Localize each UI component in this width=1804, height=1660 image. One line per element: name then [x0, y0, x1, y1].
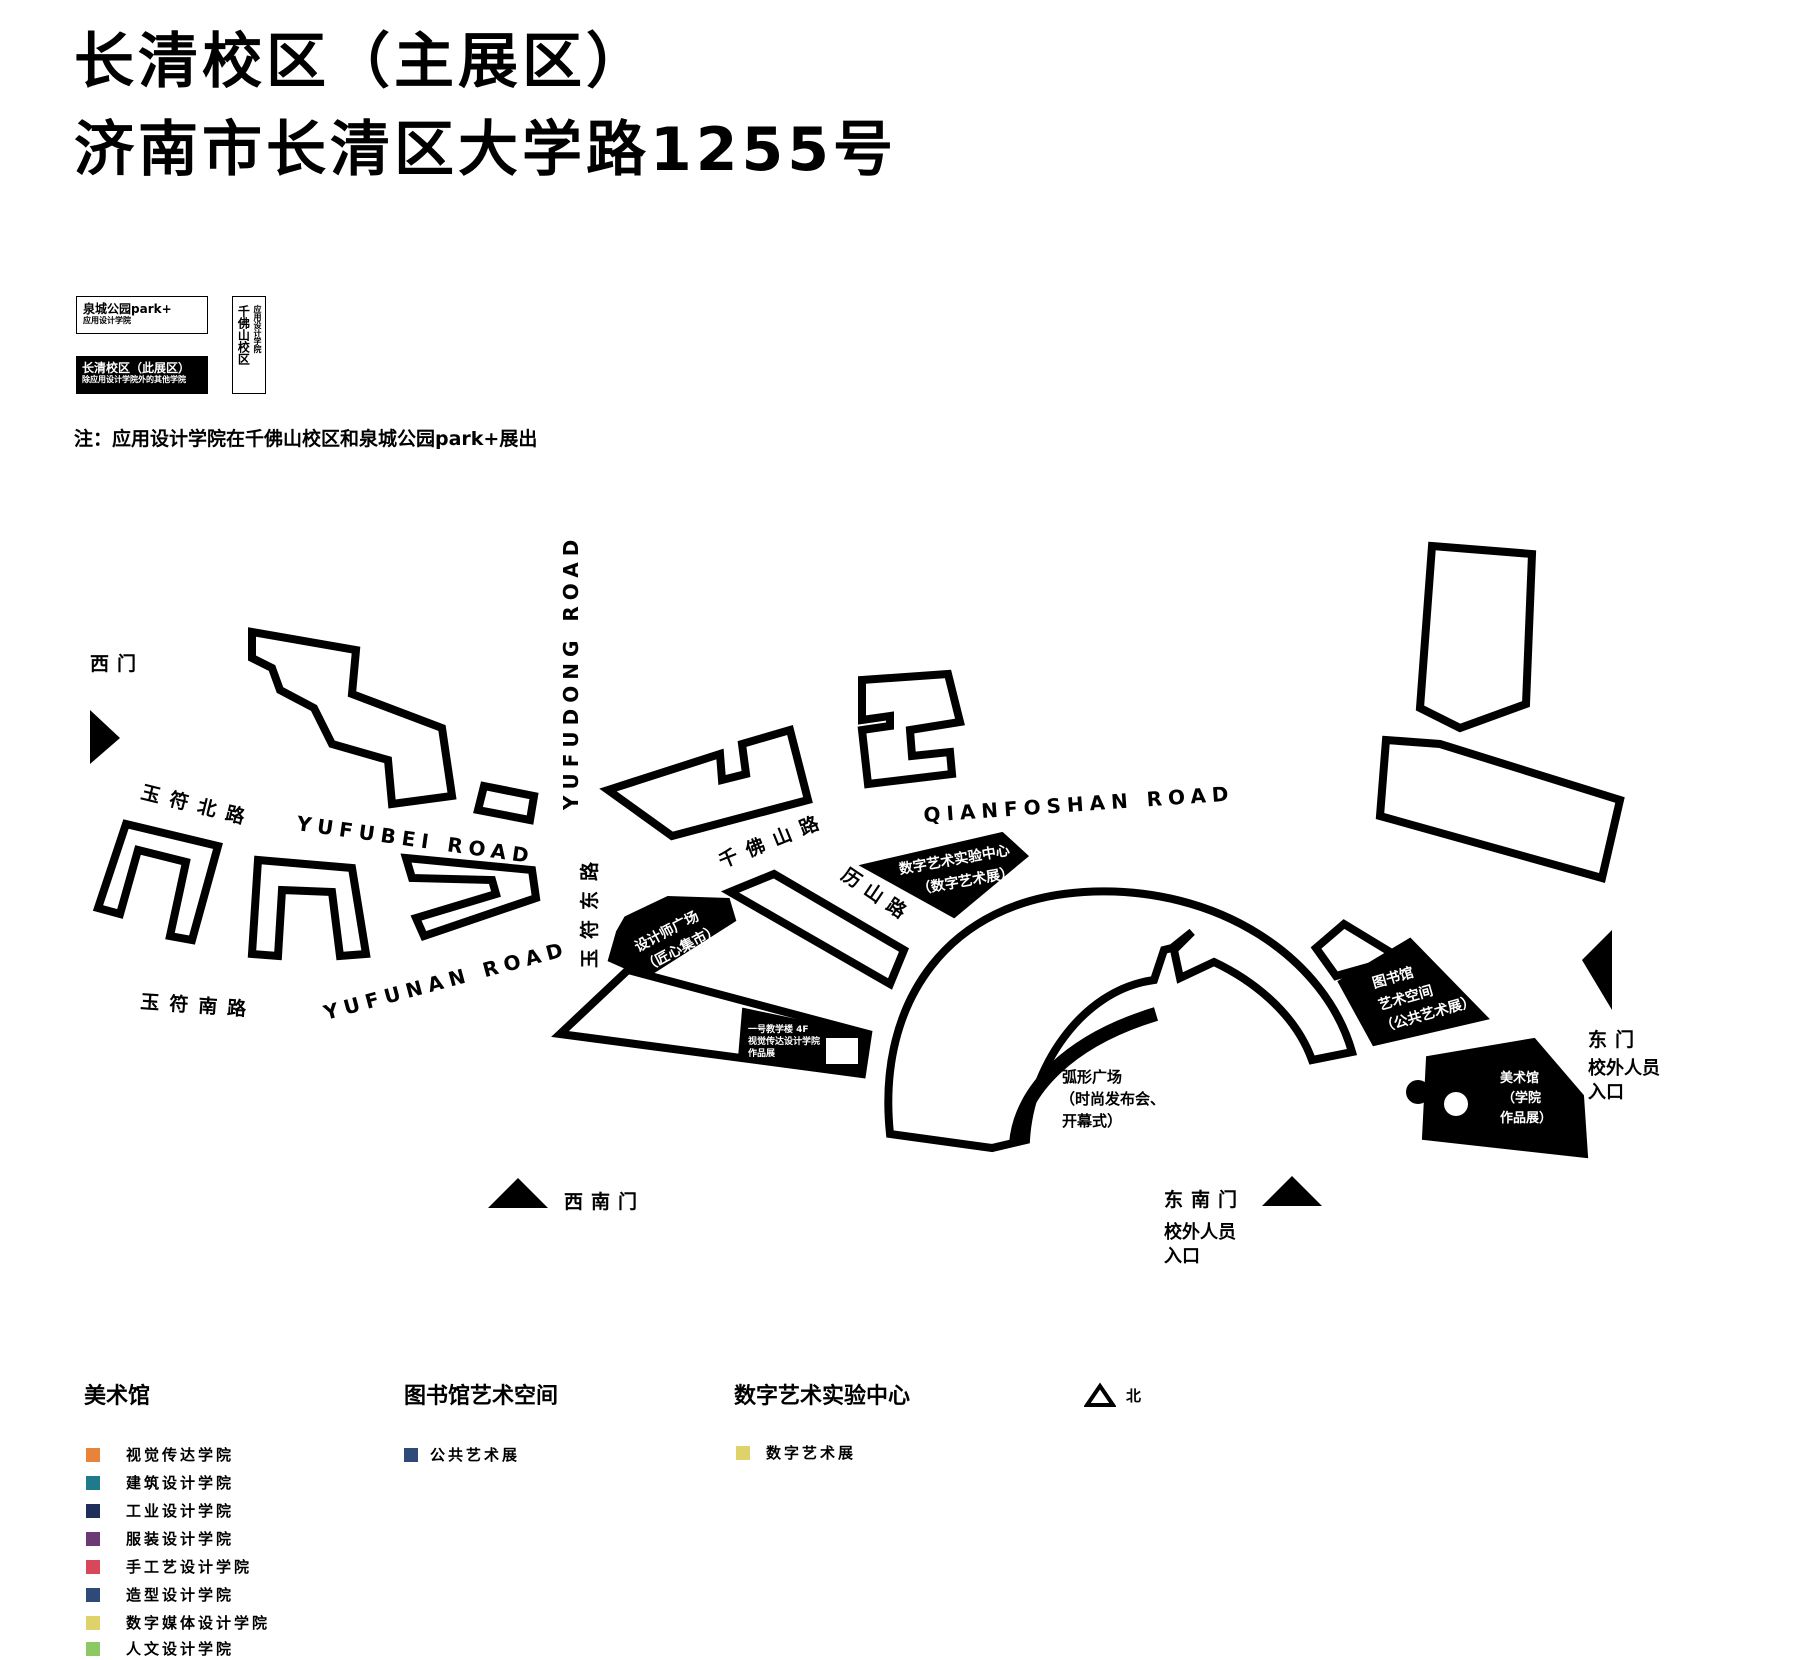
key-item-label: 手工艺设计学院 — [126, 1558, 253, 1576]
north-indicator: 北 — [1084, 1382, 1141, 1408]
key-item-label: 造型设计学院 — [126, 1586, 235, 1604]
key-swatch — [86, 1641, 100, 1656]
north-label: 北 — [1126, 1386, 1142, 1405]
building-center-ne — [857, 669, 965, 789]
west-gate-label: 西门 — [90, 652, 144, 675]
key-item: 建筑设计学院 — [86, 1472, 234, 1493]
road-label-qianfoshan-en: QIANFOSHAN ROAD — [923, 781, 1236, 827]
legend-qianfoshan-title: 千佛山校区 — [236, 305, 251, 365]
key-item: 人文设计学院 — [86, 1638, 234, 1659]
east-gate-label: 东门 — [1588, 1028, 1642, 1051]
museum-inner-dot — [1444, 1092, 1468, 1116]
key-item: 手工艺设计学院 — [86, 1556, 252, 1577]
legend-changqing-box: 长清校区（此展区） 除应用设计学院外的其他学院 — [76, 356, 208, 394]
building-diagonal — [720, 869, 910, 990]
key-category-library: 图书馆艺术空间 — [404, 1384, 559, 1409]
key-item: 数字媒体设计学院 — [86, 1612, 270, 1633]
museum-sub-2: 作品展） — [1500, 1110, 1552, 1126]
key-item: 视觉传达学院 — [86, 1444, 234, 1465]
teaching-1-annex — [822, 1034, 862, 1068]
key-item-label: 数字媒体设计学院 — [126, 1614, 271, 1632]
key-item-label: 建筑设计学院 — [126, 1474, 235, 1492]
southeast-gate-note-1: 校外人员 — [1164, 1221, 1236, 1243]
key-swatch — [404, 1447, 418, 1462]
building-center-n — [599, 725, 813, 841]
museum-entrance-dot — [1406, 1080, 1430, 1104]
building-designer-plaza — [607, 895, 737, 979]
key-item-label: 公共艺术展 — [430, 1446, 521, 1464]
legend-park-sub: 应用设计学院 — [83, 316, 131, 326]
road-label-yufunan-en: YUFUNAN ROAD — [320, 936, 571, 1025]
north-arrow-icon — [1084, 1382, 1116, 1407]
key-category-museum: 美术馆 — [84, 1384, 151, 1409]
key-item: 数字艺术展 — [736, 1442, 856, 1463]
teaching-1-label: 一号教学楼 4F — [748, 1023, 809, 1035]
key-swatch — [86, 1587, 100, 1602]
legend-qianfoshan-sub: 应用设计学院 — [252, 305, 262, 353]
building-ne-tall — [1415, 541, 1537, 733]
building-nw-long — [248, 627, 457, 809]
page-address: 济南市长清区大学路1255号 — [74, 115, 897, 185]
museum-sub-1: （学院 — [1502, 1090, 1541, 1106]
legend-changqing-sub: 除应用设计学院外的其他学院 — [82, 375, 186, 385]
key-item: 工业设计学院 — [86, 1500, 234, 1521]
east-gate-icon — [1582, 930, 1612, 1010]
building-ne-wide — [1375, 735, 1625, 883]
building-nw-small — [473, 781, 539, 825]
road-label-yufubei-cn: 玉符北路 — [139, 781, 257, 831]
building-arc — [884, 887, 1358, 1153]
southeast-gate-icon — [1262, 1176, 1322, 1206]
west-gate-icon — [90, 710, 120, 764]
legend-qianfoshan-box: 千佛山校区 应用设计学院 — [232, 296, 266, 394]
building-library — [1337, 937, 1490, 1047]
arc-plaza-sub-2: 开幕式） — [1062, 1112, 1122, 1130]
page-title: 长清校区（主展区） — [74, 27, 650, 97]
building-digital-center — [858, 831, 1030, 919]
arc-plaza-label: 弧形广场 — [1062, 1068, 1122, 1086]
road-label-yufunan-cn: 玉符南路 — [140, 990, 257, 1021]
key-swatch — [86, 1615, 100, 1630]
legend-changqing-title: 长清校区（此展区） — [82, 361, 191, 375]
southeast-gate-note-2: 入口 — [1164, 1246, 1200, 1267]
key-swatch — [86, 1475, 100, 1490]
key-swatch — [86, 1531, 100, 1546]
legend-park-box: 泉城公园park+ 应用设计学院 — [76, 296, 208, 334]
key-item-label: 数字艺术展 — [766, 1444, 857, 1462]
southwest-gate-label: 西南门 — [564, 1190, 645, 1213]
building-arc-inner — [1009, 1007, 1159, 1145]
key-item: 造型设计学院 — [86, 1584, 234, 1605]
southeast-gate-label: 东南门 — [1164, 1188, 1245, 1211]
teaching-1-sub-2: 作品展 — [748, 1047, 775, 1059]
building-z — [400, 853, 541, 941]
key-item-label: 人文设计学院 — [126, 1640, 235, 1658]
building-museum — [1421, 1037, 1589, 1159]
key-item: 公共艺术展 — [404, 1444, 520, 1465]
arc-plaza-sub-1: （时尚发布会、 — [1060, 1090, 1165, 1108]
key-item-label: 视觉传达学院 — [126, 1446, 235, 1464]
key-category-digital: 数字艺术实验中心 — [734, 1384, 911, 1409]
key-item-label: 服装设计学院 — [126, 1530, 235, 1548]
key-swatch — [86, 1447, 100, 1462]
exhibition-note: 注：应用设计学院在千佛山校区和泉城公园park+展出 — [74, 428, 538, 450]
building-u-1 — [92, 819, 223, 945]
building-u-2 — [247, 855, 371, 961]
east-gate-note-1: 校外人员 — [1588, 1057, 1660, 1079]
key-item: 服装设计学院 — [86, 1528, 234, 1549]
key-swatch — [86, 1503, 100, 1518]
key-swatch — [86, 1559, 100, 1574]
road-label-yufudong-cn: 玉符东路 — [578, 852, 601, 968]
road-label-yufudong-en: YUFUDONG ROAD — [559, 534, 583, 811]
key-swatch — [736, 1445, 750, 1460]
legend-park-title: 泉城公园park+ — [83, 302, 172, 316]
southwest-gate-icon — [488, 1178, 548, 1208]
museum-label: 美术馆 — [1500, 1070, 1539, 1086]
teaching-1-sub-1: 视觉传达设计学院 — [748, 1035, 820, 1047]
key-item-label: 工业设计学院 — [126, 1502, 235, 1520]
east-gate-note-2: 入口 — [1588, 1082, 1624, 1103]
